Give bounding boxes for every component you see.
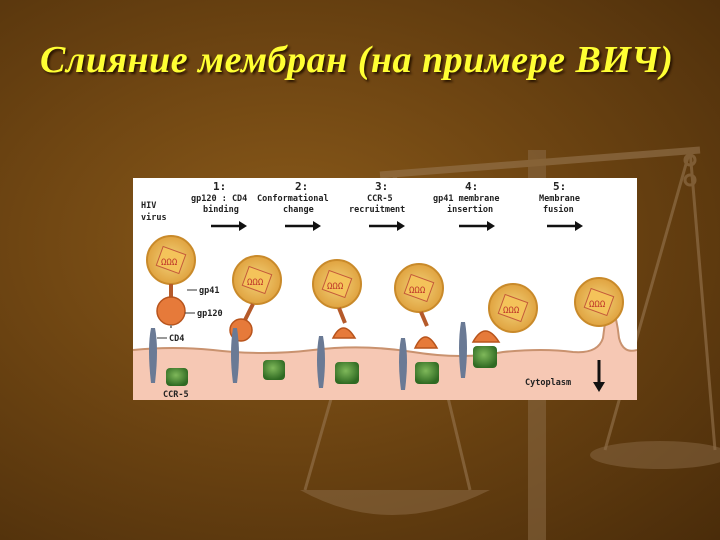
step-3-line1: CCR-5 [367,194,393,204]
step-5-line2: fusion [543,204,574,215]
svg-text:ΩΩΩ: ΩΩΩ [589,300,606,310]
step-4-line2: insertion [447,204,493,215]
step-3-line2: recruitment [349,204,405,215]
gp41-label: gp41 [199,286,219,296]
step-1-line2: binding [203,204,239,215]
cytoplasm-label: Cytoplasm [525,378,571,388]
stage-2: ΩΩΩ [229,255,285,383]
step-headers: HIV virus 1: gp120 : CD4 binding 2: Conf… [141,180,580,223]
step-3-number: 3: [375,180,388,193]
cell-membrane [133,303,637,400]
step-5-number: 5: [553,180,566,193]
virus-label-line2: virus [141,212,167,223]
svg-text:ΩΩΩ: ΩΩΩ [247,278,264,288]
svg-text:ΩΩΩ: ΩΩΩ [409,286,426,296]
gp120-label: gp120 [197,309,223,319]
step-2-line1: Conformational [257,193,329,204]
stage-3: ΩΩΩ [312,259,362,388]
slide-title: Слияние мембран (на примере ВИЧ) [40,39,674,81]
svg-text:ΩΩΩ: ΩΩΩ [327,282,344,292]
svg-text:ΩΩΩ: ΩΩΩ [161,258,178,268]
step-2-line2: change [283,205,314,215]
cytoplasm-arrow [593,360,605,392]
stage-5: ΩΩΩ [574,277,624,327]
cd4-label: CD4 [169,334,184,344]
hiv-fusion-figure: HIV virus 1: gp120 : CD4 binding 2: Conf… [133,178,637,400]
stage-4: ΩΩΩ [394,263,444,390]
step-2-number: 2: [295,180,308,193]
step-4-number: 4: [465,180,478,193]
step-arrows [211,221,583,231]
step-5-line1: Membrane [539,194,580,204]
ccr5-label: CCR-5 [163,390,189,400]
stage-1: ΩΩΩ gp41 gp120 CD4 CCR-5 [146,235,223,400]
virus-label-line1: HIV [141,201,156,211]
step-1-line1: gp120 : CD4 [191,194,247,204]
svg-text:ΩΩΩ: ΩΩΩ [503,306,520,316]
step-4-line1: gp41 membrane [433,194,500,204]
stage-4-fusion-start: ΩΩΩ [459,283,538,378]
step-1-number: 1: [213,180,226,193]
